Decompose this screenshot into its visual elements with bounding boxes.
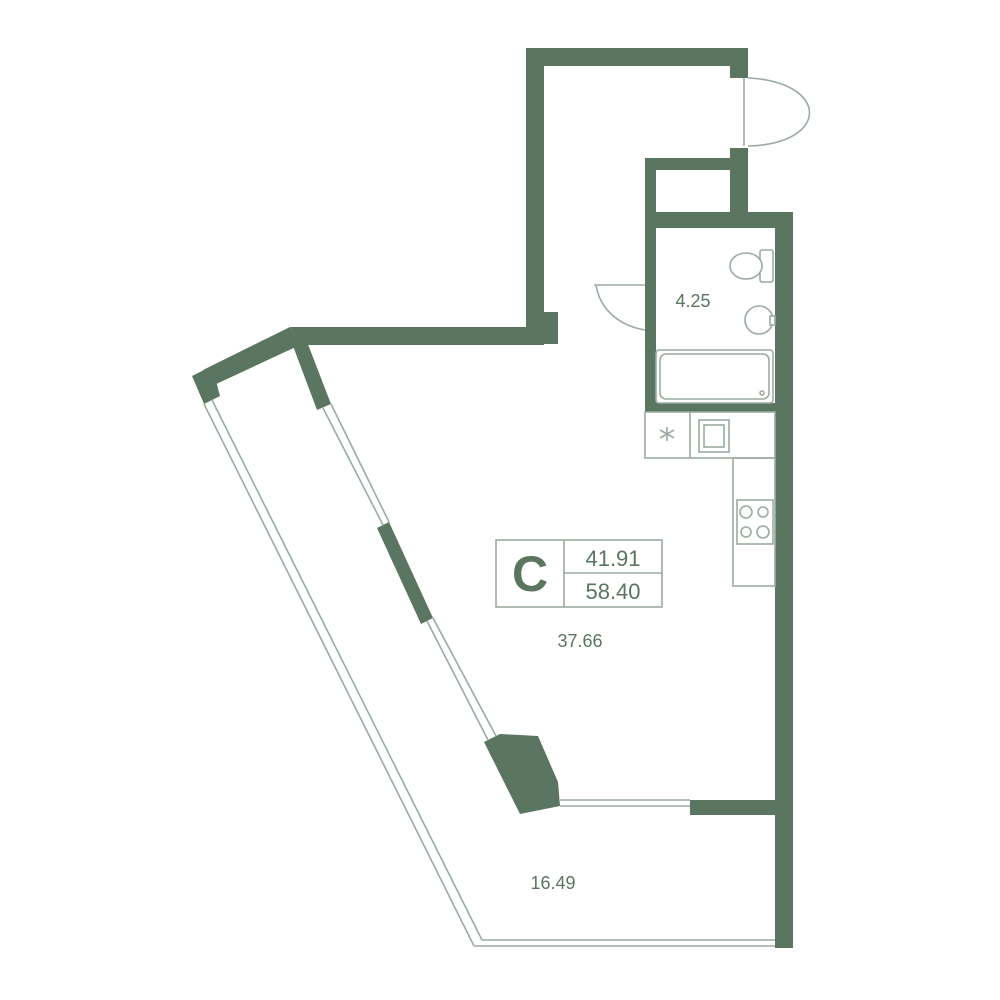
right-exterior-wall <box>775 212 793 948</box>
main-room-top-wall <box>290 327 544 345</box>
window-mullion <box>377 522 433 624</box>
bathroom-area: 4.25 <box>675 291 710 311</box>
balcony-area: 16.49 <box>530 873 575 893</box>
apartment-label: C 41.91 58.40 <box>495 539 663 608</box>
balcony-railing-outer <box>203 403 475 947</box>
kitchen <box>644 411 776 587</box>
toilet-bowl-icon <box>729 252 763 280</box>
balcony-top-left-wall <box>192 366 220 404</box>
window-line-lower-2 <box>432 617 497 737</box>
loggia-corner-pier <box>484 734 560 814</box>
windows <box>203 399 775 947</box>
burner-3-icon <box>740 526 752 538</box>
bathroom-bottom-wall <box>645 403 775 412</box>
bathroom-top-wall <box>645 212 793 228</box>
burner-1-icon <box>739 505 753 519</box>
entrance-lower-wall <box>730 148 748 214</box>
bathroom-door-swing <box>594 284 646 331</box>
doors <box>594 77 811 331</box>
shaft-left-wall <box>645 158 656 412</box>
sink-icon <box>744 305 774 335</box>
window-line-upper-1 <box>322 407 384 526</box>
window-line-lower-1 <box>426 620 489 741</box>
corridor-top-wall <box>526 48 748 66</box>
total-area: 58.40 <box>585 579 640 604</box>
window-line-upper-2 <box>330 403 390 523</box>
sink-tap <box>769 315 776 326</box>
bathtub-drain <box>759 390 765 396</box>
kitchen-counter-side <box>732 457 776 587</box>
kitchen-sink-basin <box>703 424 725 448</box>
burner-2-icon <box>757 506 769 518</box>
corridor-top-wall-stub <box>730 48 748 78</box>
main-room-corner-wall <box>203 327 300 386</box>
bathroom-fixtures <box>655 249 776 404</box>
window-top-pier <box>290 334 331 410</box>
loggia-right-partition <box>690 800 776 815</box>
corridor-left-wall <box>526 48 544 344</box>
apartment-type: C <box>512 546 548 602</box>
bathtub-inner <box>659 353 770 400</box>
shaft-top-wall <box>645 158 748 170</box>
living-area: 41.91 <box>585 546 640 571</box>
asterisk-icon <box>659 427 675 441</box>
balcony-railing-inner <box>211 399 483 941</box>
main-room-area: 37.66 <box>557 631 602 651</box>
burner-4-icon <box>756 525 770 539</box>
kitchen-counter-top <box>644 411 776 459</box>
walls <box>192 48 793 948</box>
entrance-door-swing <box>743 77 811 147</box>
